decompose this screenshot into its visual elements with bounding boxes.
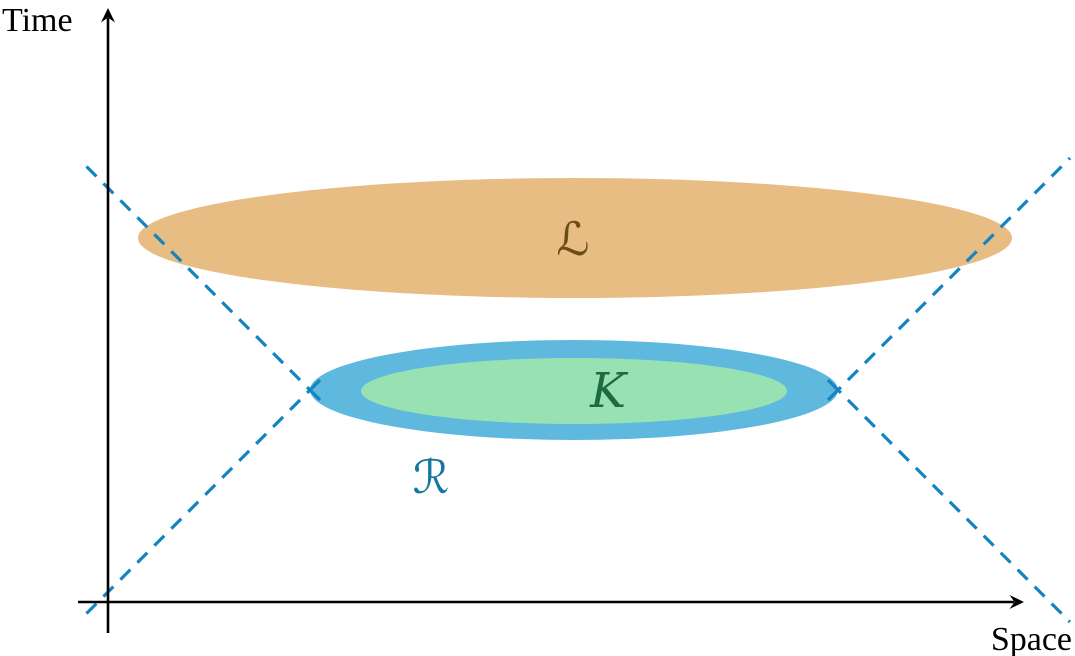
space-axis-label: Space xyxy=(991,621,1072,656)
light-cone-tip-chevrons xyxy=(307,378,841,402)
space-axis-arrowhead-icon xyxy=(1009,595,1024,609)
light-cone-left-down-line xyxy=(78,381,319,622)
left-tip-chevron-icon xyxy=(307,378,322,402)
light-cone-left-up-line xyxy=(80,160,319,399)
light-cone-dashed-lines xyxy=(78,156,1072,624)
light-cone-right-up-line xyxy=(829,156,1072,399)
region-k-label: K xyxy=(589,363,629,419)
region-l-label: ℒ xyxy=(556,212,589,266)
axes xyxy=(78,18,1014,633)
region-k-ellipse xyxy=(361,358,787,424)
region-r-label: ℛ xyxy=(413,450,450,504)
time-axis-arrowhead-icon xyxy=(101,8,115,23)
right-tip-chevron-icon xyxy=(826,378,841,402)
time-axis-label: Time xyxy=(2,2,73,39)
light-cone-right-down-line xyxy=(829,381,1072,624)
region-l-ellipse xyxy=(138,178,1012,298)
